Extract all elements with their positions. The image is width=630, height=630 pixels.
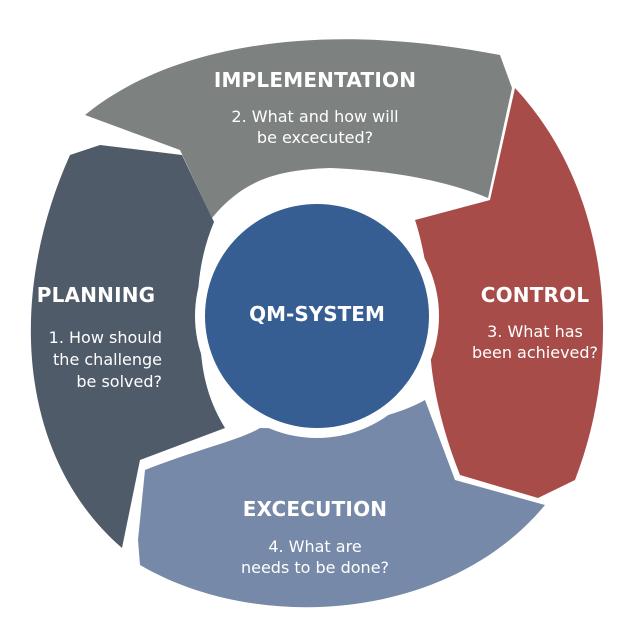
center-disk[interactable] [205,204,429,428]
implementation-question-line-1: 2. What and how will [231,107,399,126]
implementation-question-line-2: be excecuted? [256,128,374,147]
segment-execution[interactable] [138,400,545,608]
center-label: QM-SYSTEM [249,302,385,326]
control-title: CONTROL [480,283,590,307]
planning-title: PLANNING [36,283,156,307]
segment-control[interactable] [415,88,604,498]
execution-title: EXCECUTION [242,497,388,521]
planning-question-line-3: be solved? [76,372,162,391]
segment-implementation[interactable] [85,39,512,219]
execution-question-line-1: 4. What are [268,537,362,556]
planning-question-line-1: 1. How should [48,328,162,347]
control-question-line-2: been achieved? [471,343,599,362]
implementation-title: IMPLEMENTATION [213,68,417,92]
segment-planning[interactable] [30,145,225,548]
planning-question-line-2: the challenge [53,350,162,369]
execution-question-line-2: needs to be done? [240,558,390,577]
control-question-line-1: 3. What has [487,322,583,341]
